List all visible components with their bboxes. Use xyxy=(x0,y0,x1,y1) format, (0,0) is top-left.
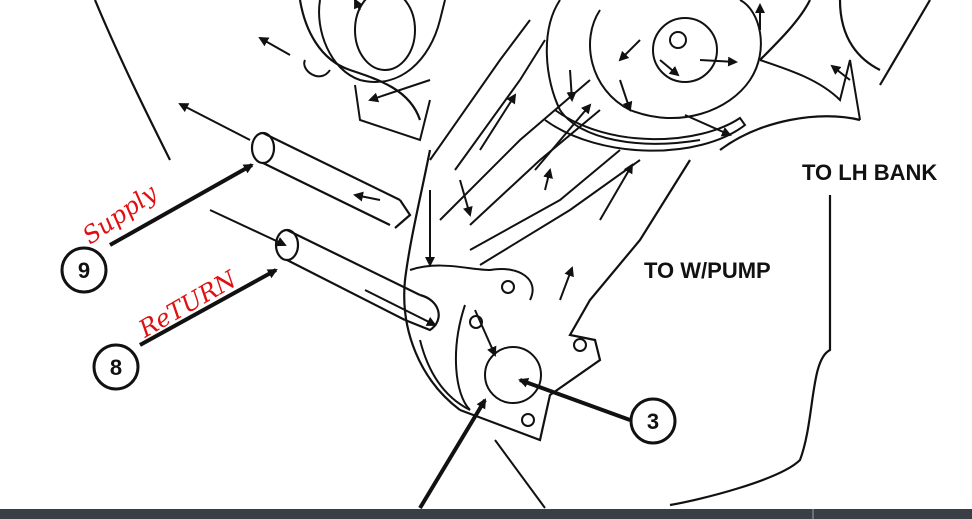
callout-leaders xyxy=(109,163,631,510)
callout-3: 3 xyxy=(629,397,677,445)
flow-arrow xyxy=(474,309,497,357)
callout-9: 9 xyxy=(60,246,108,294)
callout-3-number: 3 xyxy=(647,409,659,434)
flow-arrow xyxy=(459,179,473,217)
leader-9 xyxy=(109,163,254,247)
flow-arrows xyxy=(178,0,851,357)
handwritten-return: ReTURN xyxy=(133,265,242,344)
leader-3 xyxy=(518,378,631,422)
flow-arrow xyxy=(534,103,592,171)
lower-housing xyxy=(409,264,587,427)
leader-bottom xyxy=(418,398,487,510)
bottom-toolbar xyxy=(0,509,972,519)
callout-8-number: 8 xyxy=(110,355,122,380)
flow-arrow xyxy=(566,69,577,102)
water-outlet-spiral xyxy=(544,0,861,152)
flow-arrow xyxy=(543,168,553,191)
engine-outline xyxy=(93,0,931,507)
outlet-lines xyxy=(494,439,546,509)
flow-arrow xyxy=(599,163,634,221)
flow-arrow xyxy=(368,79,431,103)
flow-arrow xyxy=(699,56,738,67)
leader-8 xyxy=(139,268,278,347)
flow-arrow xyxy=(364,289,437,326)
callout-8: 8 xyxy=(92,343,140,391)
callout-9-number: 9 xyxy=(78,258,90,283)
heater-tubes xyxy=(250,131,440,332)
coolant-channels xyxy=(429,19,641,266)
flow-arrow xyxy=(618,39,641,62)
flow-arrow xyxy=(354,0,364,11)
flow-arrow xyxy=(479,93,517,151)
flow-arrow xyxy=(684,114,732,137)
flow-arrow xyxy=(209,209,287,247)
label-to-lh-bank: TO LH BANK xyxy=(802,160,937,185)
flow-arrow xyxy=(258,37,291,56)
flow-arrow xyxy=(619,79,633,112)
flow-arrow xyxy=(659,59,680,77)
toolbar-separator xyxy=(812,509,814,519)
flow-arrow xyxy=(178,103,251,141)
label-to-w-pump: TO W/PUMP xyxy=(644,258,771,283)
flow-arrow xyxy=(353,191,381,202)
flow-arrow xyxy=(830,64,851,81)
flow-arrow xyxy=(559,266,574,301)
upper-housing xyxy=(303,0,446,142)
